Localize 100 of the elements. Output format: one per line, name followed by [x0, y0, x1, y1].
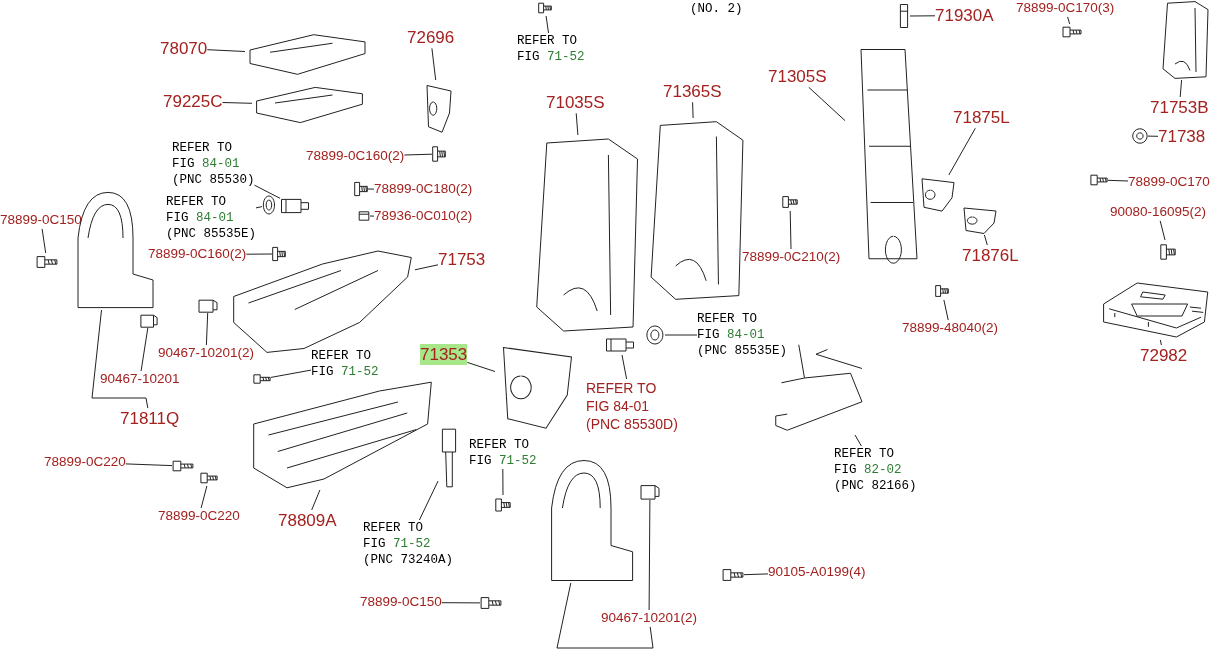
bolt-drawing — [495, 495, 511, 515]
leader-line — [431, 47, 437, 81]
leader-line — [545, 15, 549, 34]
nut-drawing — [358, 210, 370, 222]
part-number: 90080-16095(2) — [1110, 204, 1207, 221]
leader-line — [205, 312, 209, 346]
clip-drawing — [198, 297, 218, 313]
leader-line — [983, 234, 988, 246]
cushion-drawing — [1160, 0, 1210, 80]
part-number: 90105-A0199(4) — [768, 564, 866, 581]
cap-drawing — [262, 195, 276, 215]
reference-note: REFER TO FIG 82-02 (PNC 82166) — [834, 446, 917, 494]
part-number: 78899-0C150 — [0, 212, 82, 229]
leader-line — [648, 499, 651, 611]
leader-line — [206, 49, 246, 52]
part-number: 90467-10201(2) — [158, 345, 255, 362]
pin-drawing — [898, 4, 910, 28]
leader-line — [502, 468, 504, 496]
clip-drawing — [140, 312, 158, 328]
part-number: 78899-0C180(2) — [374, 181, 473, 198]
part-number: 71365S — [663, 81, 722, 103]
bolt-drawing — [722, 566, 744, 584]
leader-line — [441, 602, 481, 604]
part-number: 78809A — [278, 510, 337, 532]
note-text: (NO. 2) — [690, 1, 743, 18]
leader-line — [367, 188, 375, 190]
leader-line — [222, 102, 253, 104]
leader-line — [369, 215, 375, 217]
leader-line — [200, 485, 208, 509]
leader-line — [41, 228, 47, 254]
leader-line — [556, 582, 654, 649]
part-number: 90467-10201(2) — [601, 610, 698, 627]
bolt-drawing — [1062, 24, 1082, 40]
part-number: 71753B — [1150, 97, 1209, 119]
leader-line — [125, 463, 173, 467]
leader-line — [789, 210, 792, 250]
part-number: 78899-0C220 — [44, 454, 126, 471]
part-number: 78899-0C160(2) — [148, 246, 247, 263]
part-number: 72696 — [407, 27, 455, 49]
reference-note: REFER TO FIG 84-01 (PNC 85535E) — [697, 311, 787, 359]
bolt-drawing — [782, 193, 798, 211]
seat-track-drawing — [250, 380, 435, 490]
part-number: 78899-0C160(2) — [306, 148, 405, 165]
leader-line — [1179, 79, 1183, 98]
reference-note: REFER TO FIG 71-52 — [517, 33, 585, 65]
leader-line — [255, 206, 263, 209]
part-number: 71738 — [1158, 126, 1206, 148]
part-number: 78899-0C170(3) — [1016, 0, 1115, 17]
part-number: 71353 — [420, 344, 468, 366]
leader-line — [948, 127, 976, 176]
bolt-drawing — [200, 470, 218, 486]
part-number: 78899-0C150 — [360, 594, 442, 611]
leader-line — [743, 573, 769, 576]
reference-note: REFER TO FIG 84-01 (PNC 85535E) — [166, 194, 256, 242]
reference-note: REFER TO FIG 71-52 — [469, 437, 537, 469]
bolt-drawing — [253, 372, 271, 386]
leader-line — [575, 112, 579, 136]
leader-line — [91, 309, 149, 409]
leader-line — [1067, 16, 1071, 25]
leader-line — [1159, 220, 1166, 241]
leader-line — [909, 15, 936, 17]
leader-line — [311, 489, 321, 511]
leader-line — [245, 253, 273, 255]
leader-line — [270, 369, 312, 378]
leader-line — [621, 354, 628, 380]
leader-line — [418, 480, 439, 521]
part-number: 71930A — [935, 5, 994, 27]
leader-line — [1147, 135, 1159, 137]
part-number: 78899-0C170 — [1128, 174, 1210, 191]
leader-line — [943, 299, 949, 321]
leader-line — [466, 361, 496, 372]
leader-line — [403, 153, 433, 156]
part-number: 71035S — [546, 92, 605, 114]
leader-line — [854, 434, 862, 447]
part-number: 90467-10201 — [100, 371, 180, 388]
part-number: 78899-48040(2) — [902, 320, 999, 337]
clip-drawing — [640, 482, 660, 500]
part-number: 71876L — [962, 245, 1019, 267]
part-number: 78936-0C010(2) — [374, 208, 473, 225]
bolt-drawing — [1090, 172, 1108, 188]
leader-line — [808, 86, 846, 122]
leader-line — [692, 101, 694, 119]
leader-line — [140, 327, 149, 372]
bolt-drawing — [172, 458, 194, 474]
knob-drawing — [1132, 128, 1148, 144]
leader-line — [1107, 179, 1129, 182]
socket-drawing — [605, 335, 635, 355]
part-number: 72982 — [1140, 345, 1188, 367]
part-number: 71753 — [438, 249, 486, 271]
reference-note: REFER TO FIG 71-52 — [311, 348, 379, 380]
bracket-drawing — [918, 175, 958, 213]
leader-line — [254, 184, 281, 199]
part-number: 78070 — [160, 38, 208, 60]
part-number: 79225C — [163, 91, 223, 113]
bolt-drawing — [538, 0, 552, 16]
part-number: 71875L — [953, 107, 1010, 129]
reference-note: REFER TO FIG 84-01 (PNC 85530D) — [586, 379, 678, 433]
leader-line — [1159, 339, 1162, 346]
part-number: 71305S — [768, 66, 827, 88]
part-number: 78899-0C210(2) — [742, 249, 841, 266]
